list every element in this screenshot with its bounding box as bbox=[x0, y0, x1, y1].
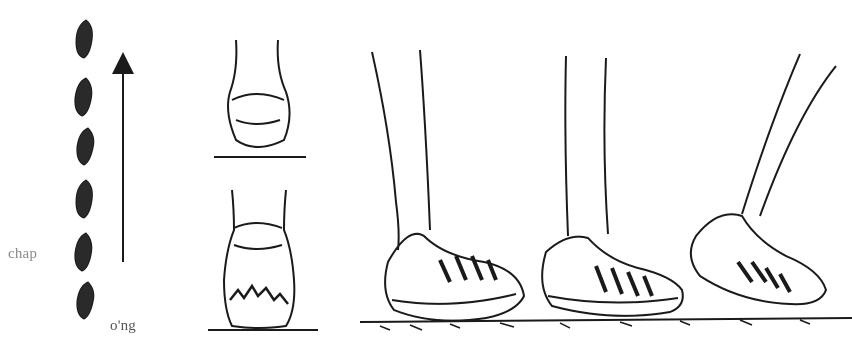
foot-side-view-icon bbox=[691, 54, 836, 304]
footprint bbox=[75, 233, 92, 271]
foot-side-view-icon bbox=[542, 56, 683, 316]
up-arrow-icon bbox=[112, 52, 134, 262]
foot-side-view-icon bbox=[372, 50, 524, 321]
foot-rear-view-icon bbox=[208, 190, 318, 330]
footprint-trail-icon bbox=[75, 20, 94, 319]
footprint bbox=[77, 128, 94, 165]
foot-rear-view-icon bbox=[214, 40, 306, 157]
footprint bbox=[77, 282, 94, 319]
footprint bbox=[76, 180, 92, 218]
footprint bbox=[76, 20, 92, 58]
bottom-label: o'ng bbox=[110, 318, 136, 335]
left-label: chap bbox=[8, 246, 37, 263]
footprint bbox=[75, 78, 92, 116]
